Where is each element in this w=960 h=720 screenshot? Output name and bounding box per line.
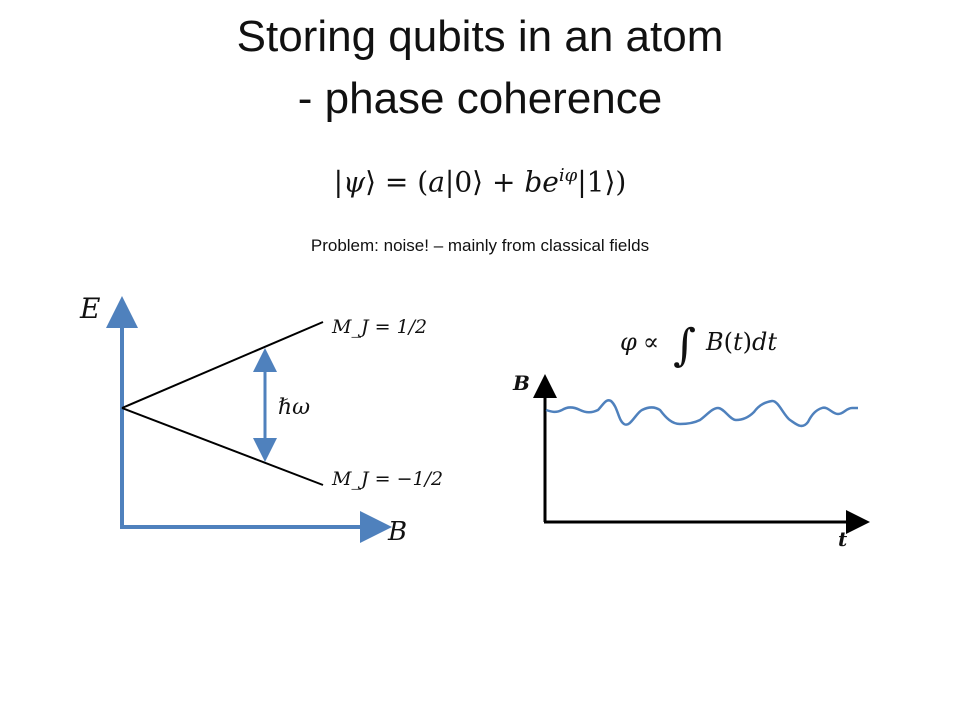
zeeman-diagram: E B M_J = 1/2 M_J = −1/2 ℏω	[79, 292, 443, 547]
upper-level-label: M_J = 1/2	[331, 316, 427, 338]
noise-trace	[545, 399, 858, 428]
energy-axis-label: E	[79, 292, 100, 325]
upper-level-line	[121, 321, 324, 409]
phase-formula: φ∝∫B(t)dt	[620, 320, 777, 371]
problem-text: Problem: noise! – mainly from classical …	[310, 236, 650, 255]
field-axis-label: B	[387, 517, 407, 547]
slide-title-line-1: Storing qubits in an atom	[236, 12, 724, 61]
noise-plot: φ∝∫B(t)dt B t	[512, 320, 870, 551]
lower-level-label: M_J = −1/2	[331, 468, 443, 490]
slide-title-line-2: - phase coherence	[297, 74, 663, 123]
noise-y-axis-label: B	[512, 371, 530, 395]
splitting-label: ℏω	[278, 395, 310, 420]
state-formula: |ψ⟩ = (a|0⟩ + beiφ|1⟩)	[333, 165, 627, 199]
lower-level-line	[121, 407, 324, 486]
noise-x-axis-label: t	[838, 527, 848, 551]
